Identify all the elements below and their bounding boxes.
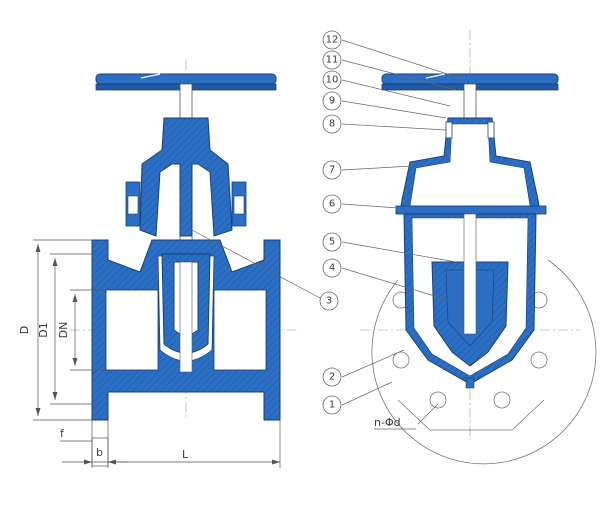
dim-label-D: D [18,326,31,334]
dim-label-L: L [182,448,189,461]
dim-label-DN: DN [57,322,70,339]
part-8: 8 [329,119,335,130]
bonnet-left [139,117,233,237]
part-2: 2 [329,372,335,383]
part-11: 11 [326,55,339,66]
part-7: 7 [329,165,335,176]
part-3: 3 [326,296,332,307]
right-section-view [191,30,597,465]
bonnet-flange [395,205,547,215]
part-4: 4 [329,263,335,274]
dim-label-b: b [96,446,103,459]
part-1: 1 [329,400,335,411]
part-6: 6 [329,199,335,210]
flange-outline [371,259,597,465]
part-12: 12 [326,35,339,46]
part-10: 10 [326,75,339,86]
dim-label-f: f [60,427,65,440]
dim-label-D1: D1 [37,322,50,337]
part-9: 9 [329,96,335,107]
part-number-balloons: 12 11 10 9 8 7 6 5 4 3 2 1 [319,30,342,415]
dim-label-n-phi-d: n-Φd [374,416,401,429]
left-section-view: D D1 DN f b L [18,60,300,468]
part-5: 5 [329,237,335,248]
leader-lines [191,39,467,425]
